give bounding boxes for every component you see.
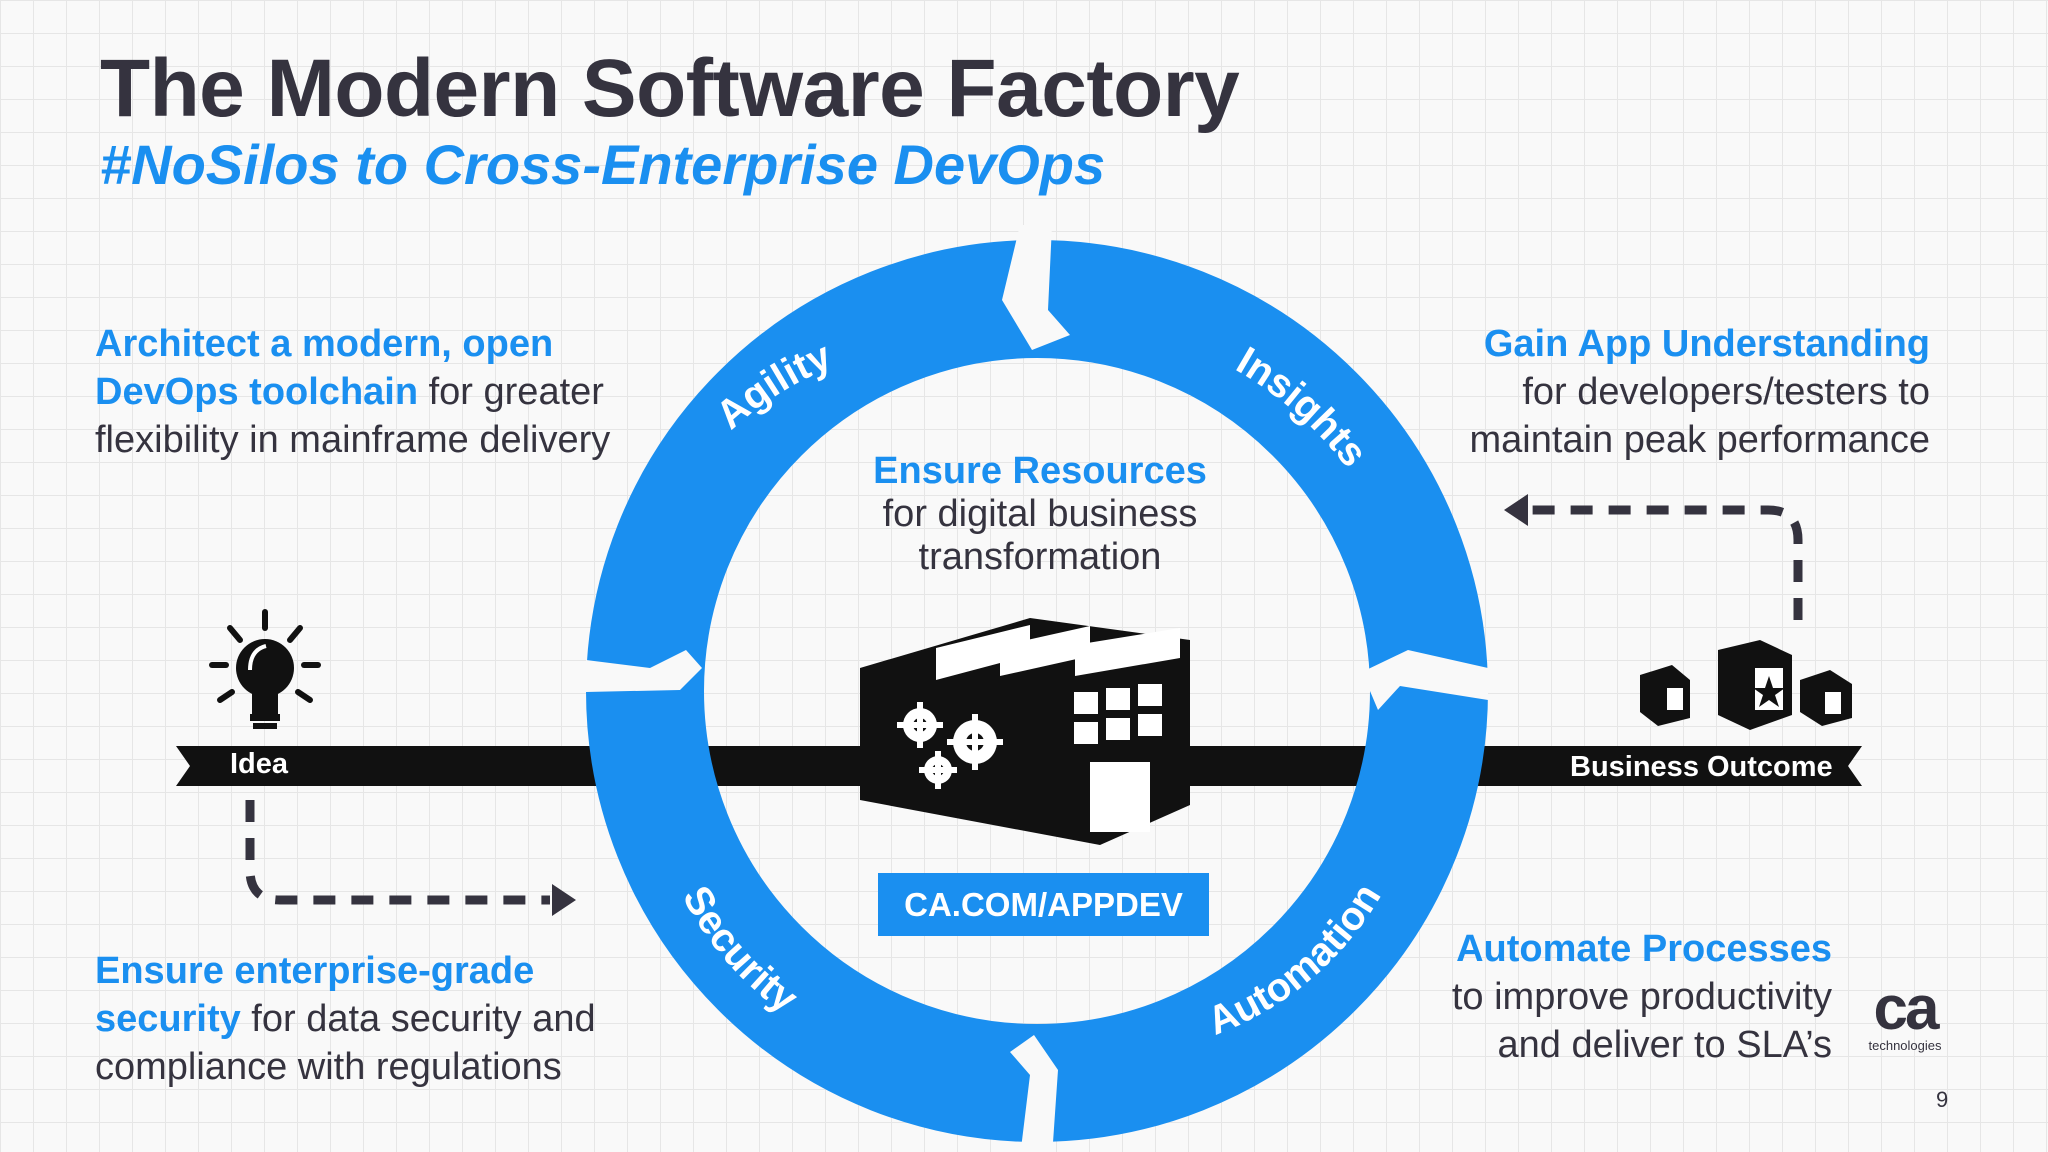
page-number: 9 [1936,1087,1949,1112]
slide-title: The Modern Software Factory [100,43,1240,134]
callout-architect-toolchain: Architect a modern, open DevOps toolchai… [95,320,655,464]
logo-mark: ca [1873,974,1940,1043]
callout-highlight: Architect a modern, open DevOps toolchai… [95,323,554,413]
dashed-arrow-left [245,800,576,916]
timeline-end-label: Business Outcome [1570,751,1833,783]
callout-text-line-2: and deliver to SLA’s [1497,1024,1832,1066]
callout-text-line-2: maintain peak performance [1469,419,1930,461]
ring-divider [586,650,702,692]
dashed-arrow-right [1504,494,1803,620]
callout-text: for data security and compliance with re… [95,998,596,1088]
ring-divider [1362,650,1488,710]
timeline-start-label: Idea [230,748,289,780]
callout-highlight: Automate Processes [1456,928,1832,970]
callout-enterprise-security: Ensure enterprise-grade security for dat… [95,947,655,1091]
arrow-icon [552,884,576,916]
ca-technologies-logo: ca technologies [1862,974,1948,1054]
callout-app-understanding: Gain App Understanding for developers/te… [1370,320,1930,464]
callout-highlight: Gain App Understanding [1483,323,1930,365]
center-heading: Ensure Resources [873,450,1207,492]
callout-text: for greater flexibility in mainframe del… [95,371,611,461]
ring-divider [1002,225,1070,350]
appdev-link-button[interactable]: CA.COM/APPDEV [878,873,1209,936]
lightbulb-icon [209,609,321,729]
boxes-icon [1640,640,1852,730]
callout-highlight: Ensure enterprise-grade security [95,950,535,1040]
logo-wordmark: technologies [1868,1038,1942,1053]
ring-divider [1010,1035,1058,1152]
center-text-ensure-resources: Ensure Resources for digital business tr… [840,450,1240,579]
factory-icon [860,618,1190,845]
cycle-ring [586,225,1488,1152]
callout-automate-processes: Automate Processes to improve productivi… [1312,925,1832,1069]
center-line-2: transformation [918,536,1162,578]
callout-text-line-1: to improve productivity [1451,976,1832,1018]
arrow-icon [1504,494,1528,526]
center-line-1: for digital business [882,493,1198,535]
slide-subtitle: #NoSilos to Cross-Enterprise DevOps [100,133,1106,196]
callout-text-line-1: for developers/testers to [1522,371,1930,413]
